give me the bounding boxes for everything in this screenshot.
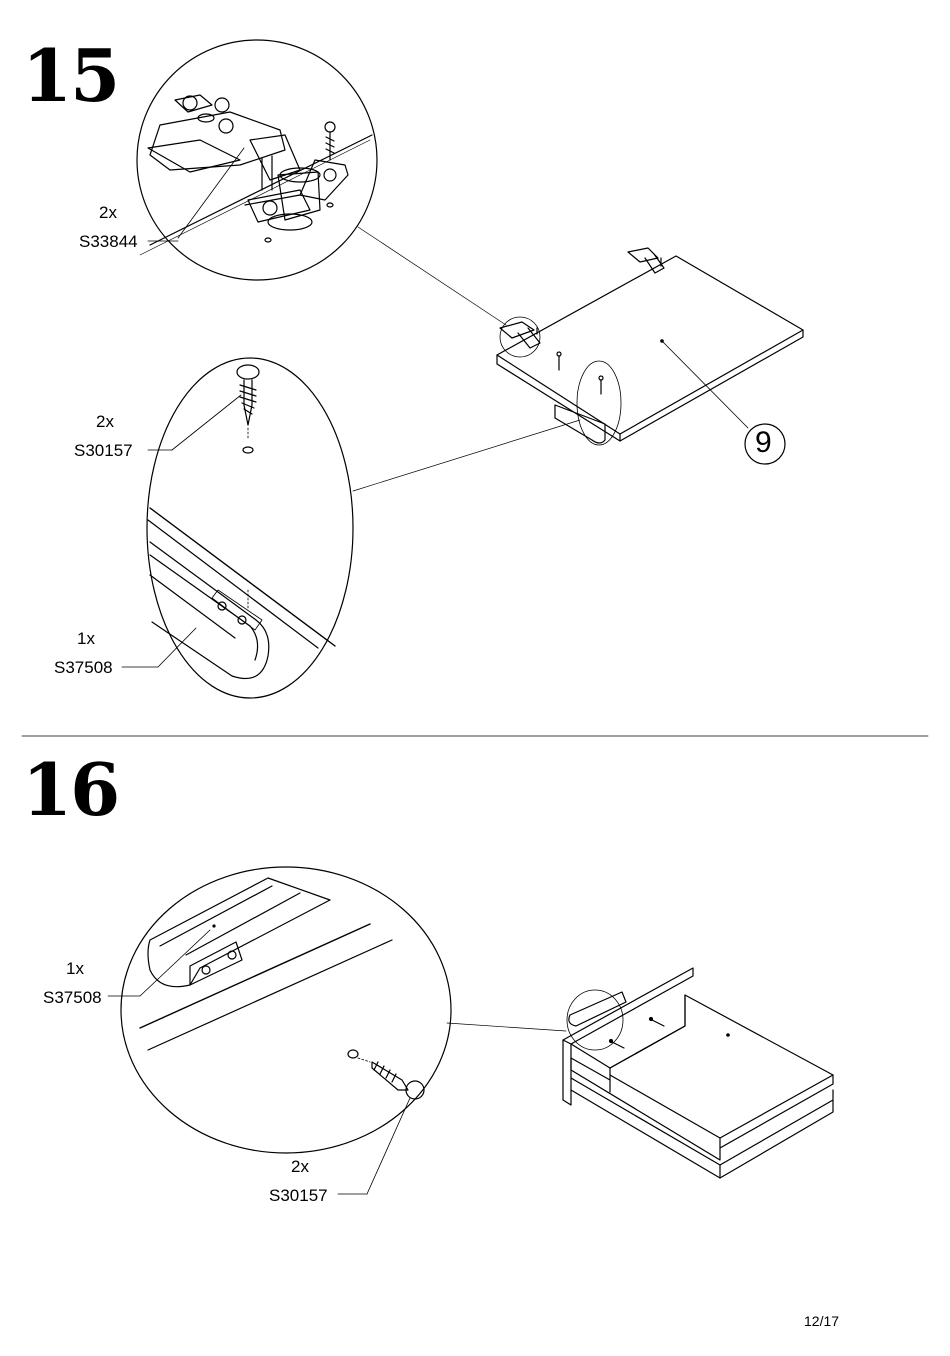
handle-screw-detail-ellipse <box>121 867 451 1194</box>
handle-part-code: S37508 <box>54 658 113 677</box>
door-panel-9 <box>497 248 803 445</box>
hinge-detail-connector <box>358 227 506 325</box>
screw-part-code: S30157 <box>74 441 133 460</box>
handle16-part-code: S37508 <box>43 988 102 1007</box>
hinge-quantity: 2x <box>99 203 117 222</box>
step-number-16: 16 <box>22 747 120 832</box>
step-number-15: 15 <box>22 33 120 118</box>
drawer-detail-connector <box>447 1023 566 1031</box>
handle16-quantity: 1x <box>66 959 84 978</box>
screw-quantity: 2x <box>96 412 114 431</box>
screw16-quantity: 2x <box>291 1157 309 1176</box>
part-9-circle <box>745 424 785 464</box>
handle-detail-connector <box>353 420 580 491</box>
screw16-part-code: S30157 <box>269 1186 328 1205</box>
hinge-detail-circle <box>137 40 377 280</box>
handle-detail-ellipse <box>147 358 353 698</box>
hinge-part-code: S33844 <box>79 232 138 251</box>
handle-quantity: 1x <box>77 629 95 648</box>
page-number: 12/17 <box>804 1313 840 1329</box>
part-number-label: 9 <box>755 426 772 459</box>
drawer-box <box>563 968 833 1178</box>
